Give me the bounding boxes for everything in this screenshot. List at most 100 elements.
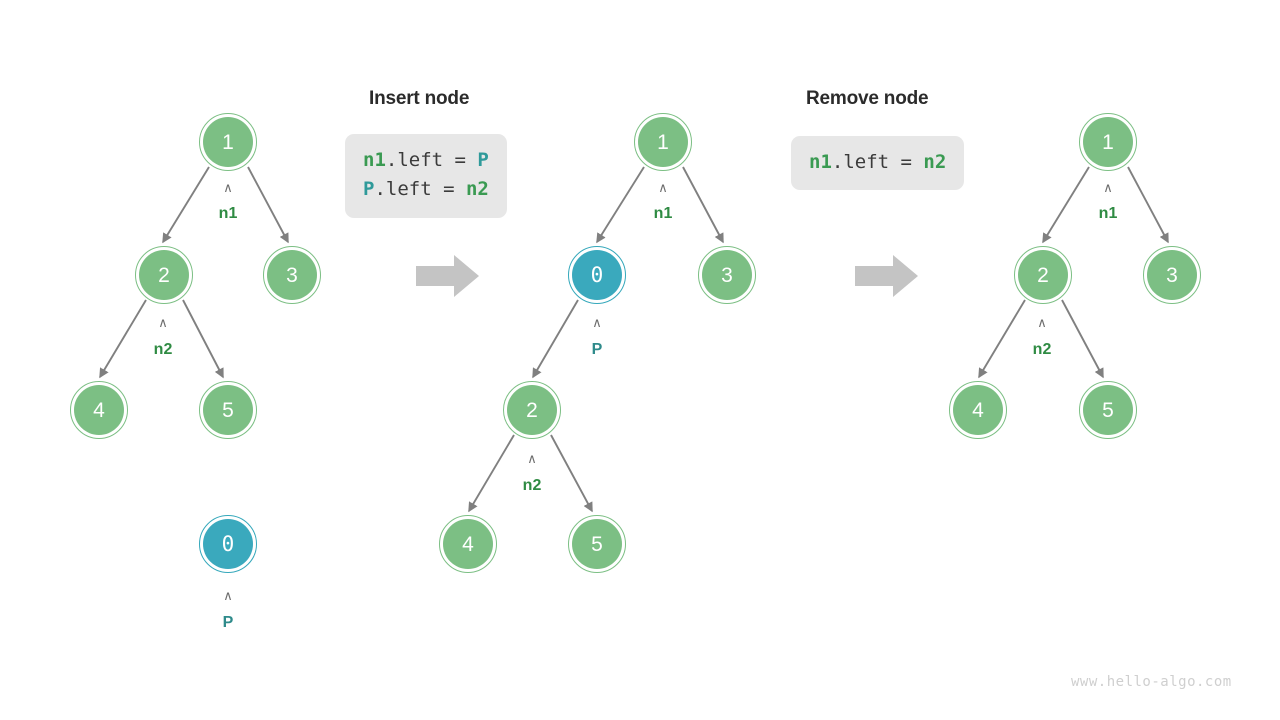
code-token: n2	[465, 178, 489, 201]
node-value: 5	[1083, 385, 1133, 435]
panel-title-insert: Insert node	[369, 88, 470, 109]
code-token: P	[363, 178, 375, 201]
code-box-remove: n1.left = n2	[791, 136, 965, 191]
pointer-n2-remove: n2	[1032, 341, 1052, 358]
tree-node-5-insert[interactable]: 5	[568, 515, 626, 573]
node-ring	[70, 381, 128, 439]
panel-title-remove: Remove node	[806, 88, 929, 109]
edge-2-to-4	[978, 299, 1026, 379]
edge-1-to-2	[1042, 166, 1090, 244]
node-ring	[698, 246, 756, 304]
node-value: 2	[139, 250, 189, 300]
node-value: 1	[1083, 117, 1133, 167]
code-token: .left =	[831, 151, 924, 173]
node-value: 4	[74, 385, 124, 435]
code-token: n1	[809, 151, 832, 173]
node-ring	[568, 246, 626, 304]
node-value: 3	[267, 250, 317, 300]
edge-1-to-2	[162, 166, 210, 244]
node-ring	[199, 381, 257, 439]
tree-node-4-insert[interactable]: 4	[439, 515, 497, 573]
tree-node-0-insert[interactable]: 0	[568, 246, 626, 304]
watermark: www.hello-algo.com	[1071, 674, 1232, 690]
tree-node-4-before[interactable]: 4	[70, 381, 128, 439]
pointer-n2-caret-insert: ∧	[527, 452, 537, 467]
edge-1-to-3	[247, 166, 289, 244]
tree-node-0-before[interactable]: 0	[199, 515, 257, 573]
pointer-n1-caret-insert: ∧	[658, 181, 668, 196]
node-ring	[439, 515, 497, 573]
pointer-n2-caret-remove: ∧	[1037, 316, 1047, 331]
tree-node-4-remove[interactable]: 4	[949, 381, 1007, 439]
tree-node-2-before[interactable]: 2	[135, 246, 193, 304]
node-ring	[568, 515, 626, 573]
node-ring	[634, 113, 692, 171]
node-ring	[1079, 381, 1137, 439]
edge-2-to-5	[182, 299, 224, 379]
node-value: 0	[572, 250, 622, 300]
node-ring	[949, 381, 1007, 439]
edge-2-to-4	[468, 434, 515, 513]
tree-node-2-remove[interactable]: 2	[1014, 246, 1072, 304]
code-line-insert-1: n1.left = P	[363, 146, 489, 175]
node-value: 4	[443, 519, 493, 569]
node-value: 2	[507, 385, 557, 435]
edge-2-to-5	[550, 434, 593, 513]
transition-arrow-2	[855, 255, 918, 297]
pointer-n1-caret-before: ∧	[223, 181, 233, 196]
node-value: 4	[953, 385, 1003, 435]
code-line-insert-2: P.left = n2	[363, 175, 489, 204]
node-ring	[1143, 246, 1201, 304]
node-ring	[263, 246, 321, 304]
code-token: .left =	[385, 149, 478, 171]
node-value: 3	[1147, 250, 1197, 300]
tree-node-5-remove[interactable]: 5	[1079, 381, 1137, 439]
node-ring	[1079, 113, 1137, 171]
tree-node-3-remove[interactable]: 3	[1143, 246, 1201, 304]
tree-node-3-insert[interactable]: 3	[698, 246, 756, 304]
code-token: P	[477, 149, 489, 171]
edge-1-to-3	[1127, 166, 1169, 244]
pointer-p-before: P	[222, 614, 234, 631]
pointer-p-caret-before: ∧	[223, 589, 233, 604]
node-ring	[1014, 246, 1072, 304]
tree-node-1-remove[interactable]: 1	[1079, 113, 1137, 171]
node-value: 1	[203, 117, 253, 167]
edge-2-to-4	[99, 299, 147, 379]
node-value: 1	[638, 117, 688, 167]
node-value: 5	[572, 519, 622, 569]
node-value: 5	[203, 385, 253, 435]
tree-node-2-insert[interactable]: 2	[503, 381, 561, 439]
pointer-n2-caret-before: ∧	[158, 316, 168, 331]
code-token: .left =	[374, 178, 466, 201]
node-ring	[199, 515, 257, 573]
edge-1-to-0	[596, 166, 645, 244]
node-ring	[135, 246, 193, 304]
code-line-remove-1: n1.left = n2	[809, 148, 946, 177]
tree-node-3-before[interactable]: 3	[263, 246, 321, 304]
pointer-n1-insert: n1	[653, 205, 673, 222]
edge-0-to-2	[532, 299, 579, 379]
node-value: 0	[203, 519, 253, 569]
pointer-n1-caret-remove: ∧	[1103, 181, 1113, 196]
tree-node-1-insert[interactable]: 1	[634, 113, 692, 171]
node-ring	[503, 381, 561, 439]
pointer-p-insert: P	[591, 341, 603, 358]
transition-arrow-1	[416, 255, 479, 297]
node-ring	[199, 113, 257, 171]
node-value: 2	[1018, 250, 1068, 300]
pointer-n2-insert: n2	[522, 477, 542, 494]
pointer-n1-before: n1	[218, 205, 238, 222]
pointer-p-caret-insert: ∧	[592, 316, 602, 331]
pointer-n1-remove: n1	[1098, 205, 1118, 222]
node-value: 3	[702, 250, 752, 300]
edge-1-to-3	[682, 166, 724, 244]
tree-node-5-before[interactable]: 5	[199, 381, 257, 439]
code-token: n2	[923, 151, 947, 173]
tree-node-1-before[interactable]: 1	[199, 113, 257, 171]
pointer-n2-before: n2	[153, 341, 173, 358]
code-token: n1	[363, 149, 386, 171]
